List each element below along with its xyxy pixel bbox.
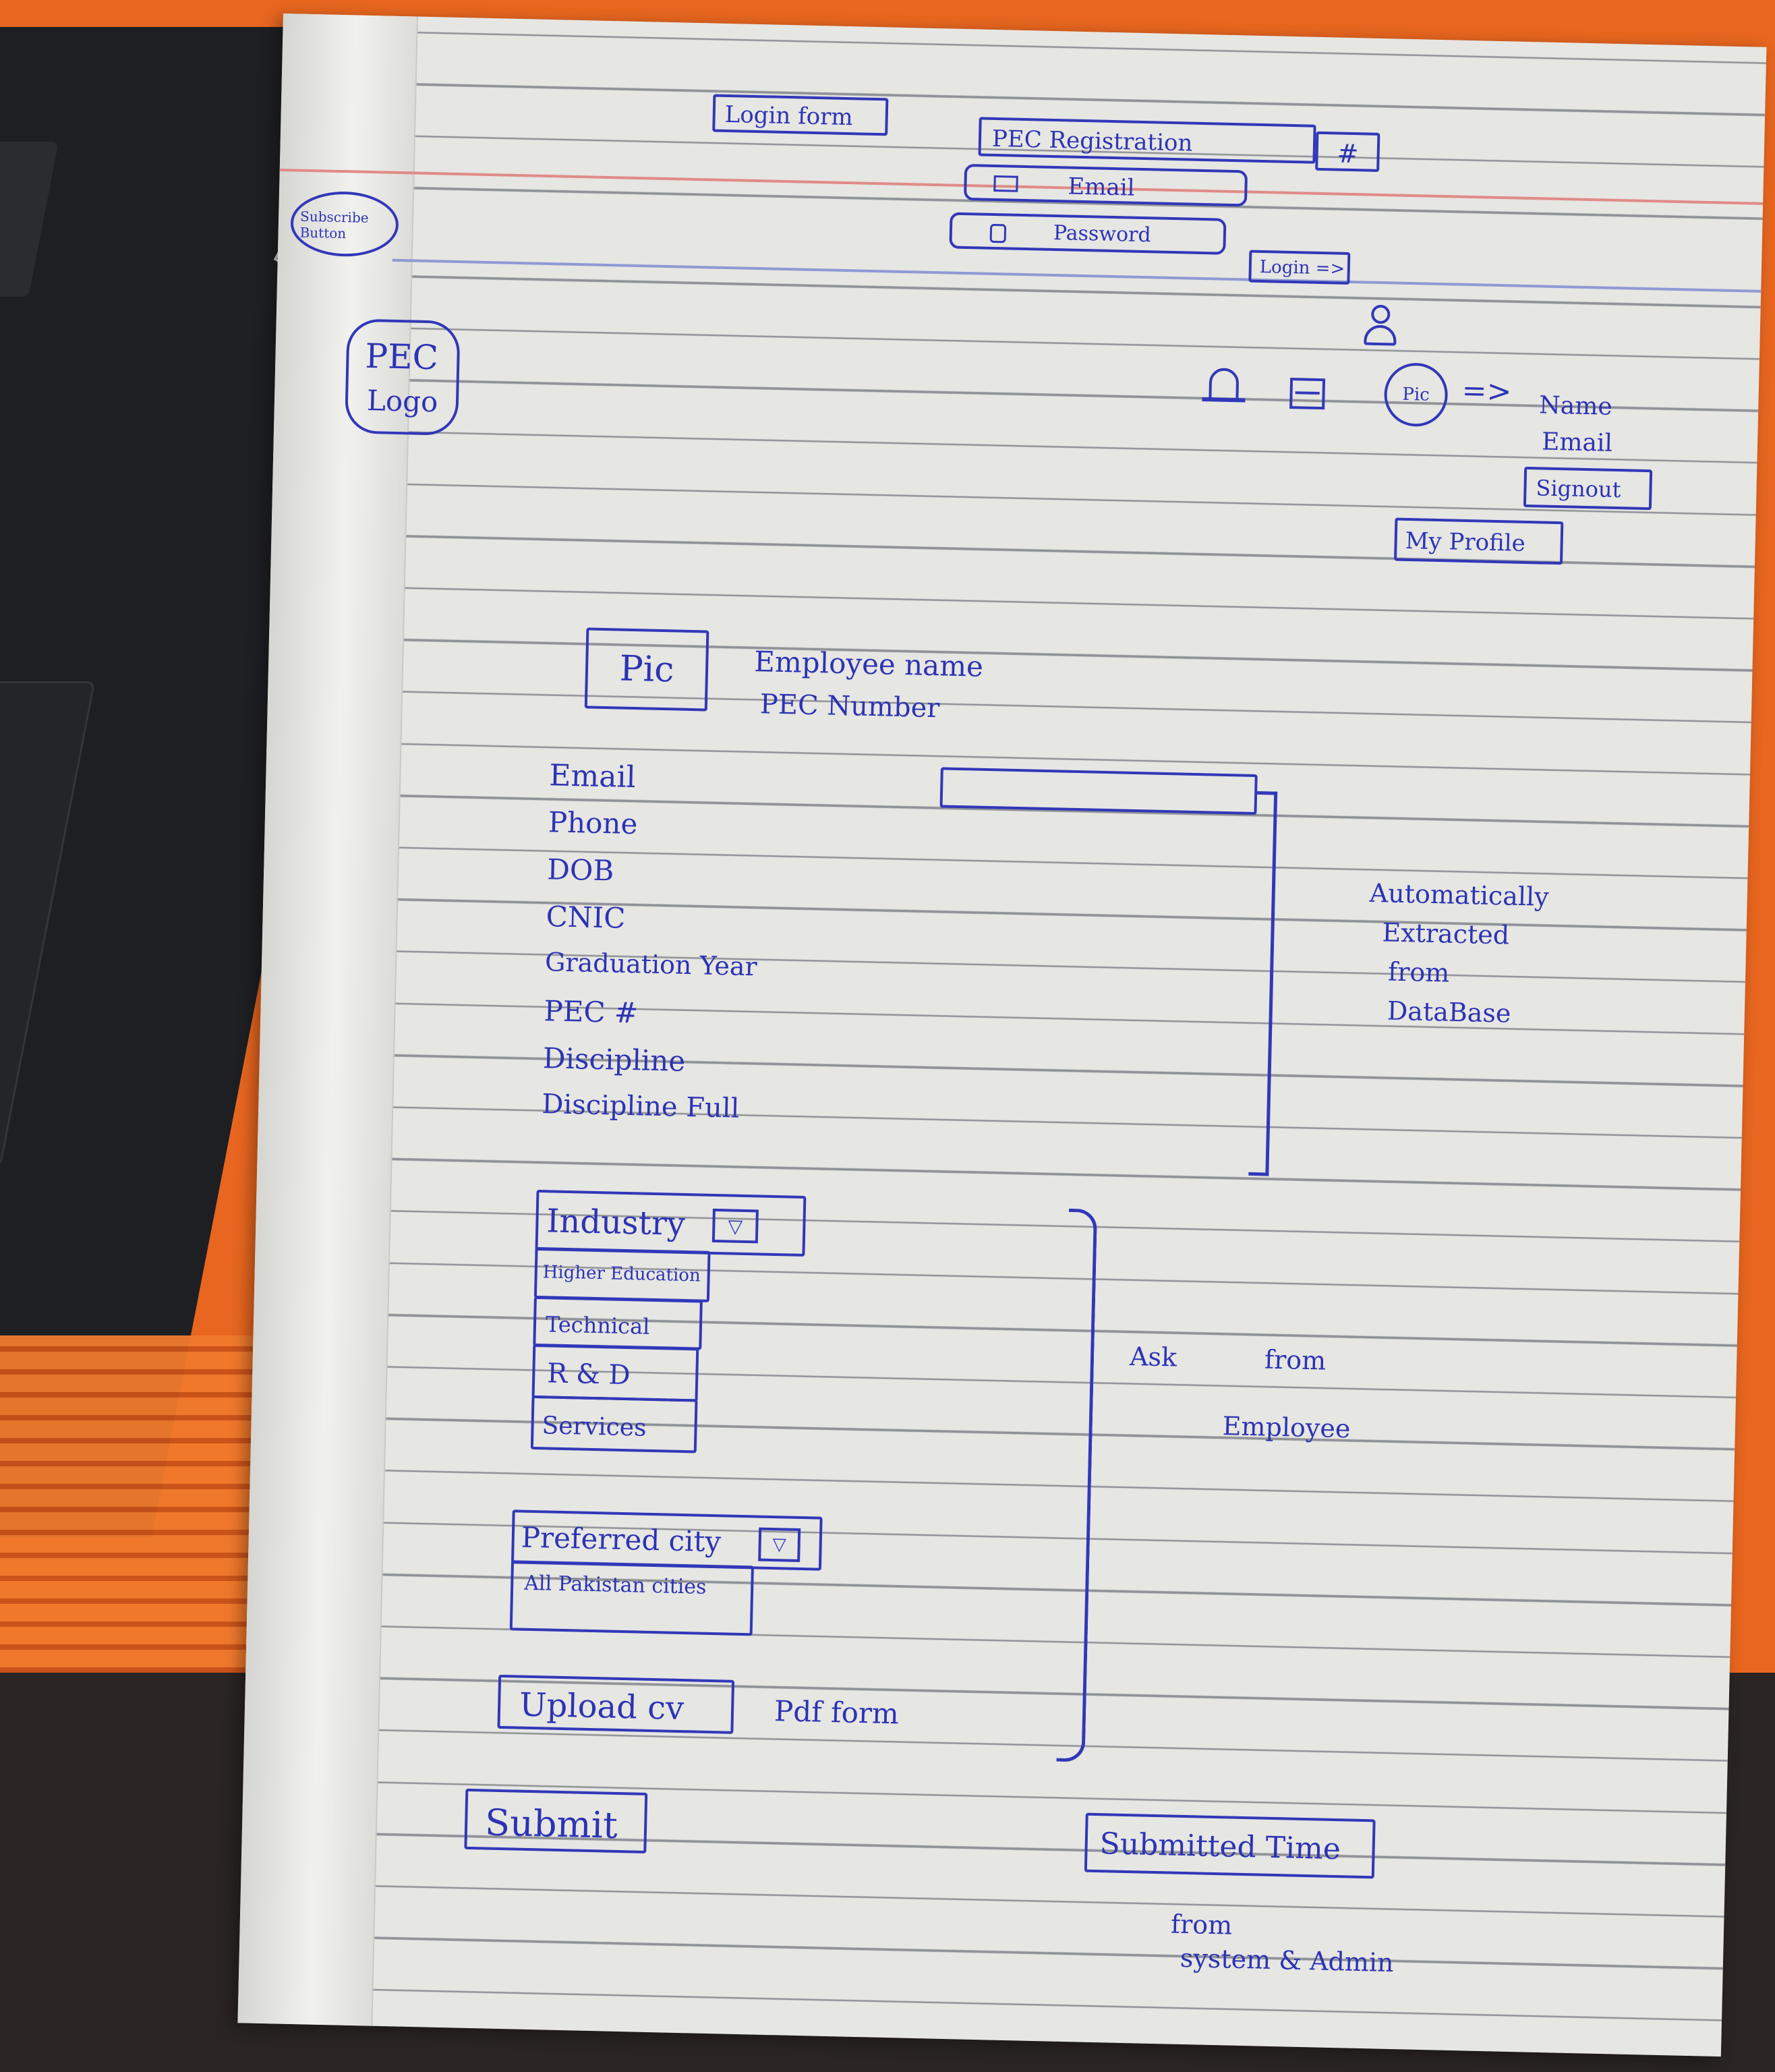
signout-button[interactable]: Signout: [1523, 466, 1653, 511]
upload-cv-button[interactable]: Upload cv: [497, 1674, 735, 1734]
login-button[interactable]: Login =>: [1248, 250, 1351, 285]
submit-button[interactable]: Submit: [464, 1788, 648, 1853]
email-input[interactable]: Email: [963, 163, 1248, 207]
industry-option-label: Technical: [545, 1311, 650, 1340]
pec-hash-field[interactable]: #: [1315, 131, 1380, 172]
field-graduation-year-label: Graduation Year: [544, 947, 758, 982]
field-pec-hash-label: PEC #: [543, 994, 639, 1030]
email-input-label: Email: [1068, 173, 1135, 202]
my-profile-label: My Profile: [1405, 527, 1526, 557]
ask-note-line-1: Ask: [1129, 1341, 1177, 1373]
ask-note-line-3: Employee: [1222, 1411, 1351, 1444]
pec-logo[interactable]: PEC Logo: [344, 318, 461, 436]
preferred-city-label: Preferred city: [521, 1520, 722, 1559]
industry-option-higher-education[interactable]: Higher Education: [533, 1246, 711, 1302]
bell-icon[interactable]: [1202, 365, 1246, 409]
chevron-down-icon[interactable]: ▽: [758, 1527, 801, 1562]
industry-option-label: R & D: [546, 1358, 631, 1391]
envelope-icon: [993, 175, 1018, 192]
field-cnic-label: CNIC: [546, 900, 626, 935]
menu-name: Name: [1538, 391, 1613, 421]
field-value-input[interactable]: [939, 767, 1258, 815]
auto-extracted-note: Automatically Extracted from DataBase: [1366, 877, 1550, 1039]
login-form-title: Login form: [724, 100, 854, 132]
login-form-title-box: Login form: [712, 94, 889, 136]
logo-line-2: Logo: [366, 383, 438, 419]
field-discipline-label: Discipline: [542, 1041, 686, 1078]
upload-note: Pdf form: [774, 1694, 900, 1731]
industry-option-label: Higher Education: [542, 1262, 701, 1286]
auto-note-line-3: from: [1387, 956, 1450, 988]
notebook-page: Login form PEC Registration # Email Pass…: [237, 13, 1767, 2057]
employee-name: Employee name: [753, 645, 984, 683]
industry-option-services[interactable]: Services: [530, 1395, 698, 1454]
my-profile-button[interactable]: My Profile: [1394, 517, 1564, 565]
ask-fields-bracket: [1056, 1208, 1098, 1762]
industry-dropdown[interactable]: Industry ▽: [535, 1189, 807, 1257]
keyboard-edge: [0, 142, 59, 297]
avatar-menu-arrow: =>: [1461, 373, 1513, 409]
login-section-divider: [392, 258, 1762, 293]
subscribe-button-label: Subscribe Button: [299, 208, 369, 242]
industry-dropdown-label: Industry: [546, 1202, 686, 1243]
ask-note-line-2: from: [1264, 1344, 1327, 1376]
menu-email: Email: [1541, 428, 1613, 457]
preferred-city-option[interactable]: All Pakistan cities: [509, 1560, 754, 1636]
field-phone-label: Phone: [548, 805, 638, 841]
industry-option-technical[interactable]: Technical: [533, 1296, 703, 1350]
login-button-label: Login =>: [1259, 256, 1345, 279]
lock-icon: [989, 223, 1007, 243]
signout-label: Signout: [1536, 475, 1621, 503]
submitted-time-field: Submitted Time: [1084, 1812, 1376, 1879]
touchpad: [0, 681, 96, 1167]
pec-number: PEC Number: [759, 689, 940, 724]
user-icon[interactable]: [1364, 304, 1397, 351]
industry-option-label: Services: [542, 1412, 647, 1442]
submitted-note-line-2: system & Admin: [1180, 1942, 1395, 1978]
pec-registration-field[interactable]: PEC Registration: [978, 117, 1316, 164]
submitted-note-line-1: from: [1170, 1909, 1233, 1940]
avatar-label: Pic: [1402, 384, 1430, 405]
password-input[interactable]: Password: [949, 212, 1227, 255]
auto-note-line-4: DataBase: [1387, 996, 1511, 1029]
submit-button-label: Submit: [484, 1801, 618, 1847]
industry-option-r-and-d[interactable]: R & D: [531, 1344, 699, 1402]
mail-icon[interactable]: [1289, 378, 1326, 410]
field-email-label: Email: [548, 758, 637, 795]
pec-registration-label: PEC Registration: [991, 125, 1193, 157]
pec-hash-label: #: [1337, 138, 1360, 169]
avatar-button[interactable]: Pic: [1383, 362, 1449, 428]
auto-fields-bracket: [1248, 791, 1278, 1176]
auto-fields-list: Email Phone DOB CNIC Graduation Year PEC…: [541, 758, 833, 1142]
auto-note-line-2: Extracted: [1382, 917, 1510, 950]
submitted-time-label: Submitted Time: [1099, 1826, 1341, 1867]
field-dob-label: DOB: [546, 853, 614, 888]
chevron-down-icon[interactable]: ▽: [711, 1208, 759, 1244]
auto-note-line-1: Automatically: [1369, 877, 1550, 912]
password-input-label: Password: [1053, 221, 1152, 248]
profile-picture-label: Pic: [619, 648, 675, 691]
upload-cv-label: Upload cv: [519, 1686, 685, 1728]
city-option-label: All Pakistan cities: [523, 1571, 707, 1599]
profile-picture: Pic: [584, 627, 709, 712]
field-discipline-full-label: Discipline Full: [541, 1089, 740, 1124]
logo-line-1: PEC: [364, 336, 439, 378]
